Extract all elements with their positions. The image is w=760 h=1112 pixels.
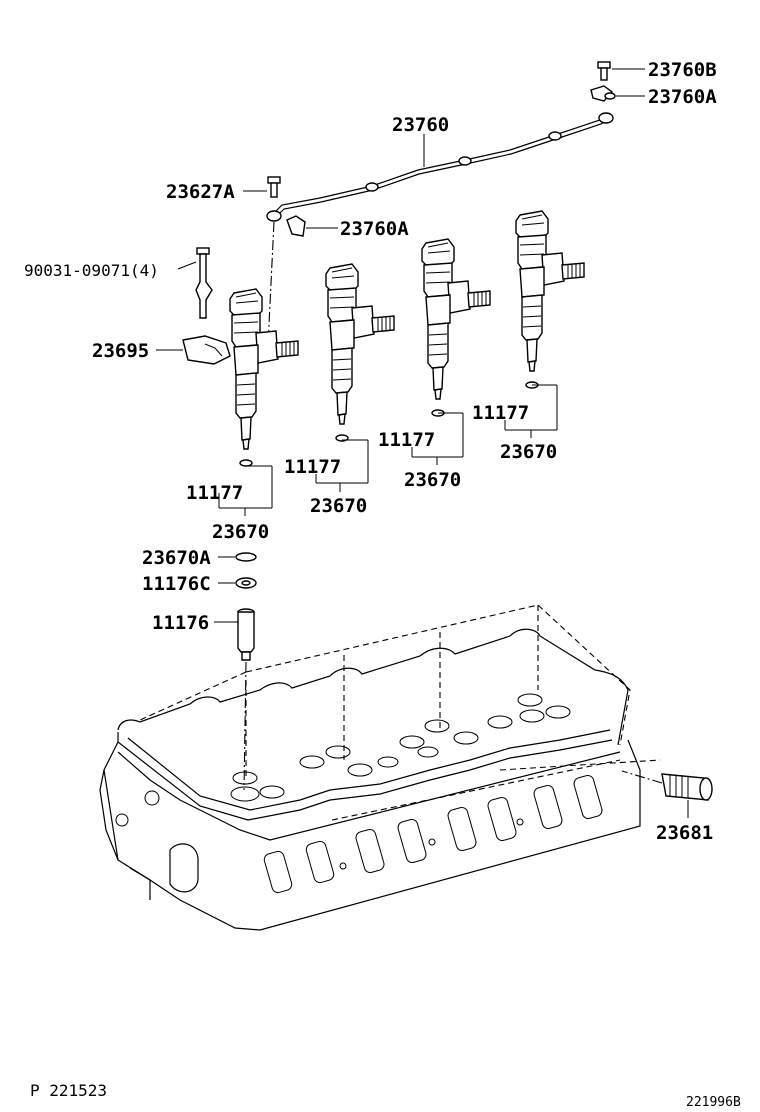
tube-23681 (621, 770, 713, 818)
sleeve-11176 (214, 608, 255, 661)
bolt-23627a (243, 176, 281, 198)
oring-23670a (218, 552, 257, 562)
label-23627a: 23627A (166, 181, 235, 203)
bracket-injector-1 (218, 465, 273, 516)
injector-2 (325, 263, 395, 442)
bracket-injector-2 (315, 439, 369, 492)
label-23760a-mid: 23760A (340, 218, 409, 240)
label-23670-1: 23670 (212, 521, 269, 543)
bracket-injector-4 (504, 384, 558, 438)
label-11177-2: 11177 (284, 456, 341, 478)
label-90031: 90031-09071(4) (24, 261, 159, 280)
injector-1 (229, 288, 299, 467)
injector-4 (515, 210, 585, 389)
figure-code: 221996B (686, 1095, 741, 1110)
label-11177-4: 11177 (472, 402, 529, 424)
label-23670-2: 23670 (310, 495, 367, 517)
label-23760a-top: 23760A (648, 86, 717, 108)
clamp-23760a-top (590, 85, 645, 102)
clamp-23695 (156, 335, 231, 365)
cylinder-head (99, 604, 661, 931)
bracket-injector-3 (411, 412, 464, 465)
label-11176c: 11176C (142, 573, 211, 595)
seal-11176c (218, 577, 257, 589)
clamp-23760a-mid (286, 215, 338, 237)
leak-pipe (266, 112, 614, 222)
label-23670-3: 23670 (404, 469, 461, 491)
label-11177-3: 11177 (378, 429, 435, 451)
label-23695: 23695 (92, 340, 149, 362)
label-23670a: 23670A (142, 547, 211, 569)
label-11176: 11176 (152, 612, 209, 634)
label-23760: 23760 (392, 114, 449, 136)
bolt-23760b (597, 61, 645, 81)
label-23760b: 23760B (648, 59, 717, 81)
label-23670-4: 23670 (500, 441, 557, 463)
bolt-90031 (177, 247, 213, 319)
page-code: P 221523 (30, 1081, 107, 1100)
injector-3 (421, 238, 491, 417)
label-11177-1: 11177 (186, 482, 243, 504)
label-23681: 23681 (656, 822, 713, 844)
